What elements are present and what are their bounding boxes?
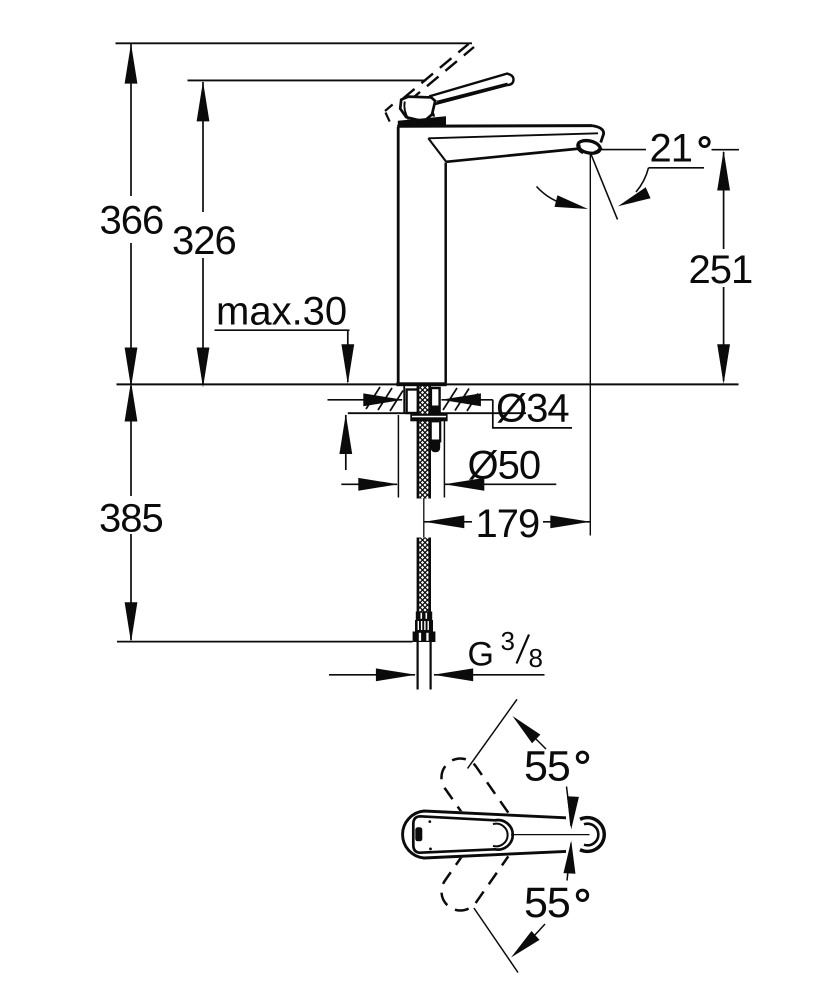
svg-text:326: 326 xyxy=(172,219,236,263)
svg-text:366: 366 xyxy=(100,199,164,243)
svg-text:55: 55 xyxy=(524,879,570,927)
svg-text:max.30: max.30 xyxy=(216,290,347,334)
svg-text:Ø34: Ø34 xyxy=(496,387,569,431)
svg-text:3: 3 xyxy=(501,626,515,656)
svg-text:55: 55 xyxy=(524,743,570,791)
svg-text:251: 251 xyxy=(689,248,753,292)
svg-text:385: 385 xyxy=(99,497,163,541)
svg-text:21: 21 xyxy=(650,127,693,171)
svg-text:8: 8 xyxy=(529,643,543,673)
svg-text:Ø50: Ø50 xyxy=(468,444,541,488)
svg-text:179: 179 xyxy=(476,502,540,546)
svg-text:G: G xyxy=(468,636,494,674)
